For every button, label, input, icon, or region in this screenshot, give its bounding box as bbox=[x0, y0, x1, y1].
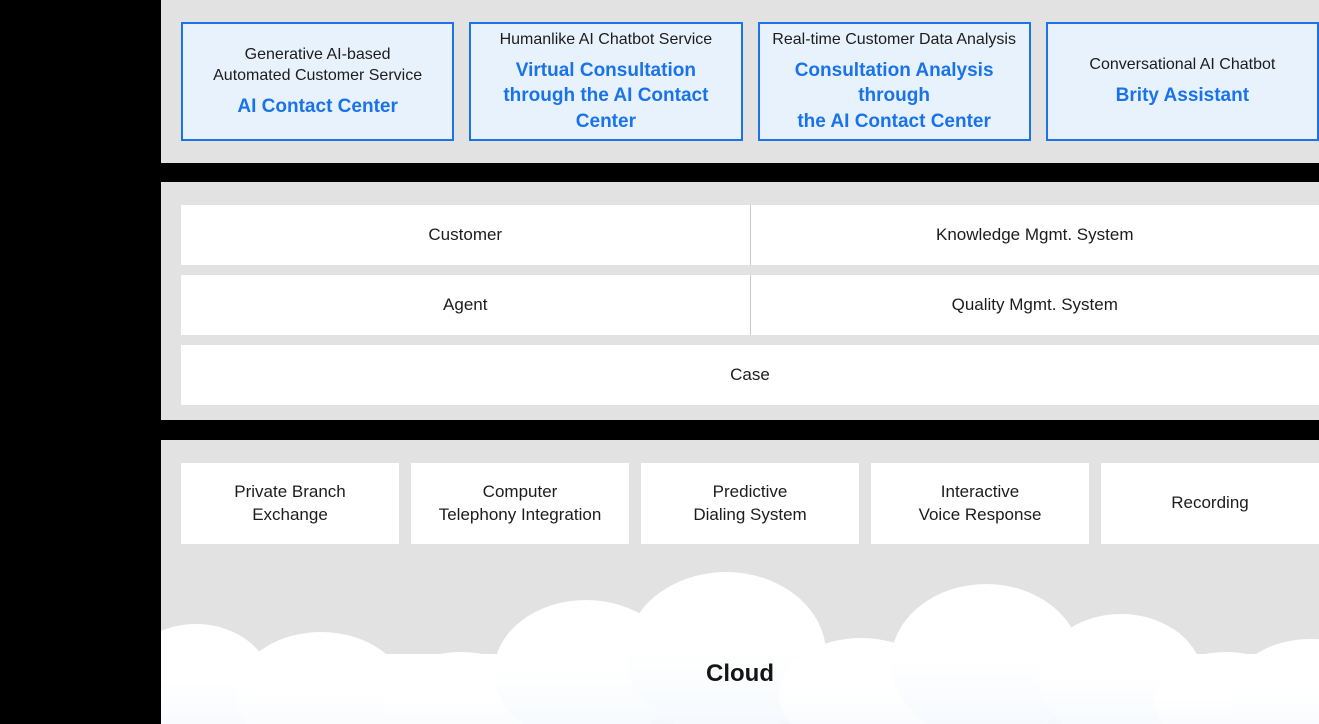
platform-row[interactable]: Case bbox=[181, 345, 1319, 405]
cloud-graphic bbox=[161, 544, 1319, 724]
platform-cell-customer: Customer bbox=[428, 225, 503, 244]
platform-row-list: Customer Knowledge Mgmt. System Agent Qu… bbox=[181, 205, 1319, 405]
platform-row[interactable]: Customer Knowledge Mgmt. System bbox=[181, 205, 1319, 265]
platform-cell-agent: Agent bbox=[443, 295, 488, 314]
platform-band: Customer Knowledge Mgmt. System Agent Qu… bbox=[161, 182, 1319, 420]
platform-cell-quality-mgmt-system: Quality Mgmt. System bbox=[749, 275, 1319, 335]
solution-card-title: AI Contact Center bbox=[237, 95, 398, 117]
solution-card-title: Brity Assistant bbox=[1115, 85, 1250, 107]
solution-card-subtitle: Humanlike AI Chatbot Service bbox=[499, 31, 713, 49]
platform-cell-knowledge-mgmt-system: Knowledge Mgmt. System bbox=[749, 205, 1319, 265]
solution-card-subtitle: Real-time Customer Data Analysis bbox=[772, 31, 1016, 49]
infra-card-recording[interactable]: Recording bbox=[1101, 463, 1319, 544]
cloud-label: Cloud bbox=[706, 660, 774, 687]
platform-row[interactable]: Agent Quality Mgmt. System bbox=[181, 275, 1319, 335]
solution-card-virtual-consultation[interactable]: Humanlike AI Chatbot Service Virtual Con… bbox=[469, 22, 743, 141]
solution-card-consultation-analysis[interactable]: Real-time Customer Data Analysis Consult… bbox=[757, 22, 1031, 141]
solution-card-brity-assistant[interactable]: Conversational AI Chatbot Brity Assistan… bbox=[1045, 22, 1319, 141]
platform-cell-case: Case bbox=[730, 365, 770, 384]
solution-card-subtitle: Conversational AI Chatbot bbox=[1089, 56, 1276, 74]
